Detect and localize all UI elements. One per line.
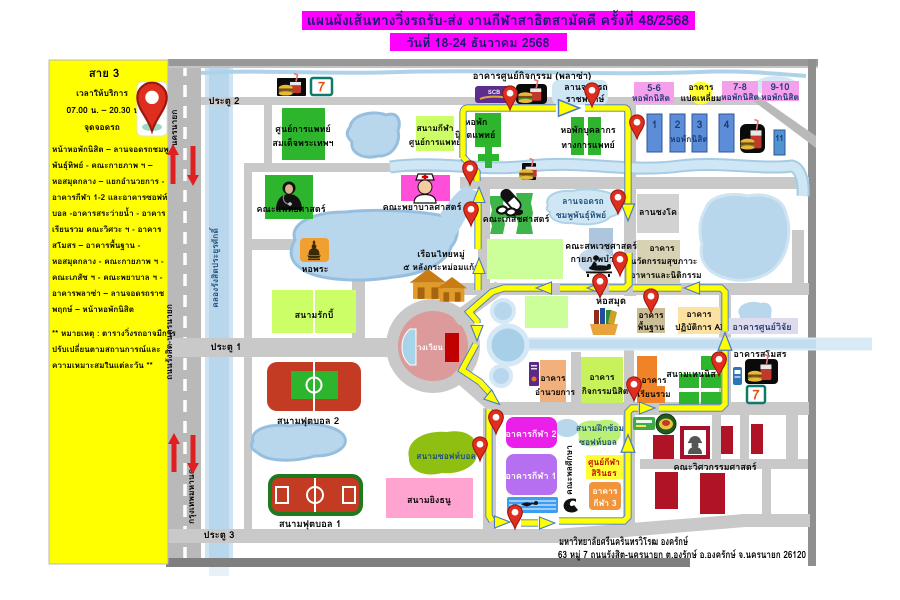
- svg-text:4: 4: [724, 116, 730, 133]
- svg-text:อาคาร: อาคาร: [590, 370, 615, 384]
- svg-text:กิจกรรมนิสิต: กิจกรรมนิสิต: [582, 384, 629, 398]
- svg-text:คณะพยาบาลศาสตร์: คณะพยาบาลศาสตร์: [383, 200, 462, 214]
- svg-text:อาคาร: อาคาร: [642, 373, 667, 387]
- svg-text:บอล -อาคารสระว่ายน้ำ - อาคาร: บอล -อาคารสระว่ายน้ำ - อาคาร: [52, 207, 166, 220]
- svg-text:7: 7: [752, 383, 760, 405]
- svg-text:7-8: 7-8: [733, 80, 747, 95]
- svg-text:ศูนย์การแพทย์: ศูนย์การแพทย์: [275, 122, 330, 136]
- svg-text:ถนนรังสิต-นครนายก: ถนนรังสิต-นครนายก: [162, 304, 176, 380]
- svg-text:** หมายเหตุ : ตารางวิ่งรถอาจมี: ** หมายเหตุ : ตารางวิ่งรถอาจมีการ: [52, 327, 176, 340]
- svg-text:11: 11: [775, 131, 784, 145]
- svg-text:07.00 น. – 20.30 น.: 07.00 น. – 20.30 น.: [66, 103, 141, 117]
- svg-text:หอพักนิสิต: หอพักนิสิต: [670, 132, 708, 146]
- svg-text:9-10: 9-10: [770, 80, 789, 95]
- svg-text:คณะเภสัช ฯ - คณะพยาบาล ฯ -: คณะเภสัช ฯ - คณะพยาบาล ฯ -: [52, 271, 163, 284]
- svg-text:อาคาร: อาคาร: [541, 371, 566, 385]
- svg-text:ลานชงโค: ลานชงโค: [639, 205, 677, 219]
- svg-text:สิรินธร: สิรินธร: [591, 466, 617, 480]
- svg-text:1: 1: [652, 116, 658, 133]
- svg-text:สนามฟุตบอล 1: สนามฟุตบอล 1: [279, 517, 341, 532]
- svg-text:ศูนย์การแพทย์: ศูนย์การแพทย์: [409, 135, 461, 149]
- svg-text:นวัตกรรมสุขภาวะ: นวัตกรรมสุขภาวะ: [631, 254, 698, 268]
- svg-text:คณะพลศึกษา: คณะพลศึกษา: [562, 445, 576, 495]
- svg-text:คณะวิศวกรรมศาสตร์: คณะวิศวกรรมศาสตร์: [673, 460, 756, 474]
- svg-text:2: 2: [675, 116, 681, 133]
- svg-text:ประตู 3: ประตู 3: [204, 528, 235, 543]
- svg-text:วงเวียน: วงเวียน: [417, 341, 443, 354]
- svg-text:หอพักนิสิต: หอพักนิสิต: [761, 90, 799, 104]
- svg-text:เรือนไทยหมู่: เรือนไทยหมู่: [417, 247, 465, 261]
- svg-text:ทางการแพทย์: ทางการแพทย์: [561, 138, 615, 152]
- svg-text:พื้นฐาน: พื้นฐาน: [638, 320, 665, 334]
- svg-text:สนามรักบี้: สนามรักบี้: [295, 308, 335, 322]
- svg-text:สมเด็จพระเทพฯ: สมเด็จพระเทพฯ: [272, 136, 333, 150]
- svg-text:ลานจอดรถ: ลานจอดรถ: [562, 194, 604, 208]
- svg-text:SCB: SCB: [488, 87, 500, 97]
- svg-text:อาคารกีฬา 2: อาคารกีฬา 2: [505, 427, 556, 441]
- svg-text:อาคาร: อาคาร: [687, 307, 712, 321]
- svg-text:จุดจอดรถ: จุดจอดรถ: [84, 120, 120, 134]
- svg-text:ประตู 1: ประตู 1: [211, 340, 242, 355]
- svg-text:อาคาร: อาคาร: [689, 80, 714, 94]
- svg-text:มหาวิทยาลัยศรีนครินทรวิโรฒ องค: มหาวิทยาลัยศรีนครินทรวิโรฒ องครักษ์: [559, 533, 688, 550]
- svg-text:ชมพูพันธุ์ทิพย์: ชมพูพันธุ์ทิพย์: [556, 208, 606, 222]
- svg-text:พฤกษ์ – หน้าหอพักนิสิต: พฤกษ์ – หน้าหอพักนิสิต: [52, 303, 134, 316]
- svg-text:นครนายก: นครนายก: [167, 110, 181, 147]
- svg-text:สโมสร – อาคารพื้นฐาน -: สโมสร – อาคารพื้นฐาน -: [52, 239, 141, 252]
- svg-text:เวลาให้บริการ: เวลาให้บริการ: [76, 86, 128, 100]
- svg-text:คณะแพทยศาสตร์: คณะแพทยศาสตร์: [256, 202, 325, 216]
- svg-text:สนามเทนนิส: สนามเทนนิส: [666, 367, 716, 381]
- svg-text:สนามซอฟท์บอล: สนามซอฟท์บอล: [416, 449, 475, 463]
- svg-text:ปรับเปลี่ยนตามสถานการณ์และ: ปรับเปลี่ยนตามสถานการณ์และ: [52, 343, 161, 356]
- svg-text:3: 3: [697, 116, 703, 133]
- svg-text:สนามฝึกซ้อม: สนามฝึกซ้อม: [576, 421, 624, 435]
- svg-text:หอพักนิสิต: หอพักนิสิต: [632, 91, 670, 105]
- svg-text:อาคารสโมสร: อาคารสโมสร: [734, 347, 787, 361]
- svg-text:หอพักนิสิต: หอพักนิสิต: [721, 90, 759, 104]
- svg-text:เรียนรวม คณะวิศวะ ฯ - อาคาร: เรียนรวม คณะวิศวะ ฯ - อาคาร: [52, 223, 162, 236]
- svg-text:หอพระ: หอพระ: [302, 262, 329, 276]
- svg-text:หอพักบุคลากร: หอพักบุคลากร: [560, 123, 615, 137]
- svg-text:แปดเหลี่ยม: แปดเหลี่ยม: [681, 91, 722, 105]
- svg-text:คณะเภสัชศาสตร์: คณะเภสัชศาสตร์: [483, 212, 550, 226]
- svg-text:63 หมู่ 7 ถนนรังสิต-นครนายก ต.: 63 หมู่ 7 ถนนรังสิต-นครนายก ต.องรักษ์ อ.…: [558, 548, 806, 563]
- svg-text:๕ หลังกระหม่อมแก้ว: ๕ หลังกระหม่อมแก้ว: [403, 260, 479, 274]
- svg-text:5-6: 5-6: [647, 81, 661, 96]
- svg-text:หอสมุดกลาง – แยกอำนวยการ -: หอสมุดกลาง – แยกอำนวยการ -: [52, 175, 165, 188]
- svg-text:กีฬา 3: กีฬา 3: [593, 496, 617, 510]
- svg-text:ความเหมาะสมในแต่ละวัน **: ความเหมาะสมในแต่ละวัน **: [52, 359, 153, 372]
- svg-text:อำนวยการ: อำนวยการ: [535, 385, 575, 399]
- svg-text:หอสมุด: หอสมุด: [596, 294, 626, 309]
- svg-text:ปฏิบัติการ AI: ปฏิบัติการ AI: [675, 320, 723, 334]
- svg-text:วันที่ 18-24 ธันวาคม 2568: วันที่ 18-24 ธันวาคม 2568: [406, 33, 549, 53]
- svg-text:อาหารและนิติกรรม: อาหารและนิติกรรม: [630, 268, 701, 282]
- svg-text:หน้าหอพักนิสิต – ลานจอดรถชมพู: หน้าหอพักนิสิต – ลานจอดรถชมพู: [52, 143, 169, 156]
- svg-text:สาย 3: สาย 3: [89, 65, 120, 83]
- svg-text:อาคารกีฬา 1: อาคารกีฬา 1: [505, 469, 556, 483]
- svg-text:กรุงเทพมหานคร: กรุงเทพมหานคร: [184, 464, 198, 524]
- svg-text:พันธุ์ทิพย์ - คณะกายภาพ ฯ –: พันธุ์ทิพย์ - คณะกายภาพ ฯ –: [52, 159, 153, 172]
- svg-text:อาคารพลาซ่า – ลานจอดรถราช: อาคารพลาซ่า – ลานจอดรถราช: [52, 287, 165, 300]
- svg-text:คลองรังสิตประยูรศักดิ์: คลองรังสิตประยูรศักดิ์: [208, 227, 222, 308]
- svg-text:หอสมุดกลาง - คณะกายภาพ ฯ -: หอสมุดกลาง - คณะกายภาพ ฯ -: [52, 255, 164, 268]
- svg-text:ซอฟท์บอล: ซอฟท์บอล: [579, 435, 617, 449]
- svg-text:7: 7: [318, 75, 326, 97]
- svg-text:หอพัก: หอพัก: [465, 115, 488, 129]
- svg-text:เรียนรวม: เรียนรวม: [637, 387, 670, 401]
- svg-text:แผนผังเส้นทางวิ่งรถรับ-ส่ง งาน: แผนผังเส้นทางวิ่งรถรับ-ส่ง งานกีฬาสาธิตส…: [307, 10, 689, 32]
- svg-text:คณะสหเวชศาสตร์: คณะสหเวชศาสตร์: [565, 239, 637, 253]
- svg-text:อาคารกีฬา 1-2 และอาคารซอฟท์: อาคารกีฬา 1-2 และอาคารซอฟท์: [52, 191, 167, 204]
- svg-text:อาคาร: อาคาร: [639, 308, 664, 322]
- svg-text:อาคาร: อาคาร: [650, 241, 675, 255]
- svg-text:อาคาร: อาคาร: [593, 484, 618, 498]
- svg-text:สนามฟุตบอล 2: สนามฟุตบอล 2: [277, 414, 339, 429]
- svg-text:อาคารศูนย์วิจัย: อาคารศูนย์วิจัย: [732, 320, 791, 334]
- svg-text:สนามยิงธนู: สนามยิงธนู: [407, 493, 451, 507]
- svg-text:สนามกีฬา: สนามกีฬา: [416, 121, 453, 135]
- svg-text:ศูนย์กีฬา: ศูนย์กีฬา: [588, 455, 620, 469]
- svg-text:ประตู 2: ประตู 2: [209, 94, 240, 109]
